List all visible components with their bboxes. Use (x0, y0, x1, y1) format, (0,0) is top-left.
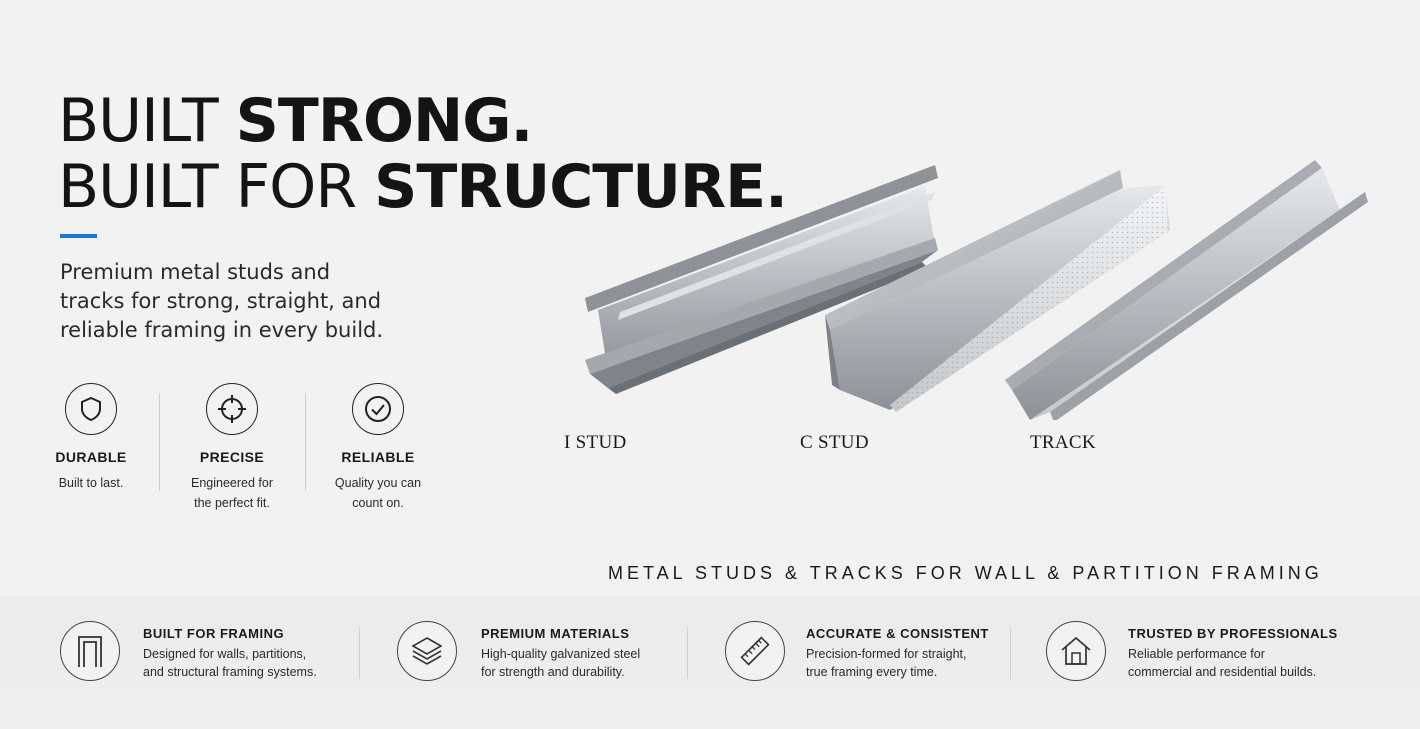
ruler-icon (725, 621, 785, 681)
benefit-text: PREMIUM MATERIALS High-quality galvanize… (481, 626, 640, 681)
product-label-track: TRACK (1030, 432, 1096, 453)
crosshair-icon (206, 383, 258, 435)
feature-desc-line: Quality you can (334, 476, 422, 490)
c-stud-image (825, 170, 1170, 412)
feature-desc-line: Built to last. (58, 476, 124, 490)
divider (1010, 627, 1011, 679)
feature-reliable: RELIABLE Quality you can count on. (326, 383, 430, 513)
benefit-desc-line: Designed for walls, partitions, (143, 647, 307, 661)
accent-bar (60, 234, 97, 238)
feature-title: PRECISE (199, 449, 265, 465)
feature-desc: Engineered for the perfect fit. (182, 473, 282, 513)
headline-line-2-normal: BUILT FOR (58, 152, 375, 222)
benefits-band (0, 596, 1420, 729)
feature-durable: DURABLE Built to last. (50, 383, 132, 493)
i-stud-image (585, 165, 938, 394)
benefit-desc-line: true framing every time. (806, 665, 938, 679)
benefit-desc-line: High-quality galvanized steel (481, 647, 641, 661)
divider (687, 627, 688, 679)
feature-title: RELIABLE (341, 449, 415, 465)
feature-desc: Built to last. (50, 473, 132, 493)
divider (305, 393, 306, 491)
benefit-title: PREMIUM MATERIALS (481, 626, 630, 641)
headline: BUILT STRONG. BUILT FOR STRUCTURE. (58, 88, 788, 222)
benefit-desc: High-quality galvanized steel for streng… (481, 645, 640, 681)
feature-precise: PRECISE Engineered for the perfect fit. (182, 383, 282, 513)
feature-desc-line: the perfect fit. (194, 496, 270, 510)
headline-line-1-bold: STRONG. (235, 86, 534, 156)
benefit-desc-line: Reliable performance for (1128, 647, 1265, 661)
feature-desc-line: count on. (352, 496, 404, 510)
product-label-c-stud: C STUD (800, 432, 869, 453)
headline-line-1-normal: BUILT (58, 86, 236, 156)
headline-line-2: BUILT FOR STRUCTURE. (58, 152, 788, 222)
benefit-desc: Precision-formed for straight, true fram… (806, 645, 989, 681)
intro-text: Premium metal studs and tracks for stron… (60, 260, 384, 342)
benefit-text: BUILT FOR FRAMING Designed for walls, pa… (143, 626, 317, 681)
layers-icon (397, 621, 457, 681)
benefit-title: TRUSTED BY PROFESSIONALS (1128, 626, 1338, 641)
house-icon (1046, 621, 1106, 681)
product-illustrations (585, 160, 1368, 420)
feature-desc: Quality you can count on. (326, 473, 430, 513)
benefit-desc-line: and structural framing systems. (143, 665, 317, 679)
track-image (1005, 160, 1368, 420)
benefit-desc: Reliable performance for commercial and … (1128, 645, 1338, 681)
product-label-i-stud: I STUD (564, 432, 627, 453)
feature-title: DURABLE (55, 449, 127, 465)
benefit-desc-line: for strength and durability. (481, 665, 625, 679)
divider (159, 393, 160, 491)
feature-desc-line: Engineered for (190, 476, 273, 490)
benefit-desc: Designed for walls, partitions, and stru… (143, 645, 317, 681)
subheading: METAL STUDS & TRACKS FOR WALL & PARTITIO… (608, 563, 1323, 583)
benefit-text: TRUSTED BY PROFESSIONALS Reliable perfor… (1128, 626, 1338, 681)
headline-line-1: BUILT STRONG. (58, 88, 787, 154)
shield-icon (65, 383, 117, 435)
headline-line-2-bold: STRUCTURE. (374, 152, 788, 222)
benefit-text: ACCURATE & CONSISTENT Precision-formed f… (806, 626, 989, 681)
check-circle-icon (352, 383, 404, 435)
benefit-title: BUILT FOR FRAMING (143, 626, 285, 641)
benefit-desc-line: commercial and residential builds. (1128, 665, 1317, 679)
divider (359, 627, 360, 679)
benefit-title: ACCURATE & CONSISTENT (806, 626, 989, 641)
benefit-desc-line: Precision-formed for straight, (806, 647, 967, 661)
frame-icon (60, 621, 120, 681)
